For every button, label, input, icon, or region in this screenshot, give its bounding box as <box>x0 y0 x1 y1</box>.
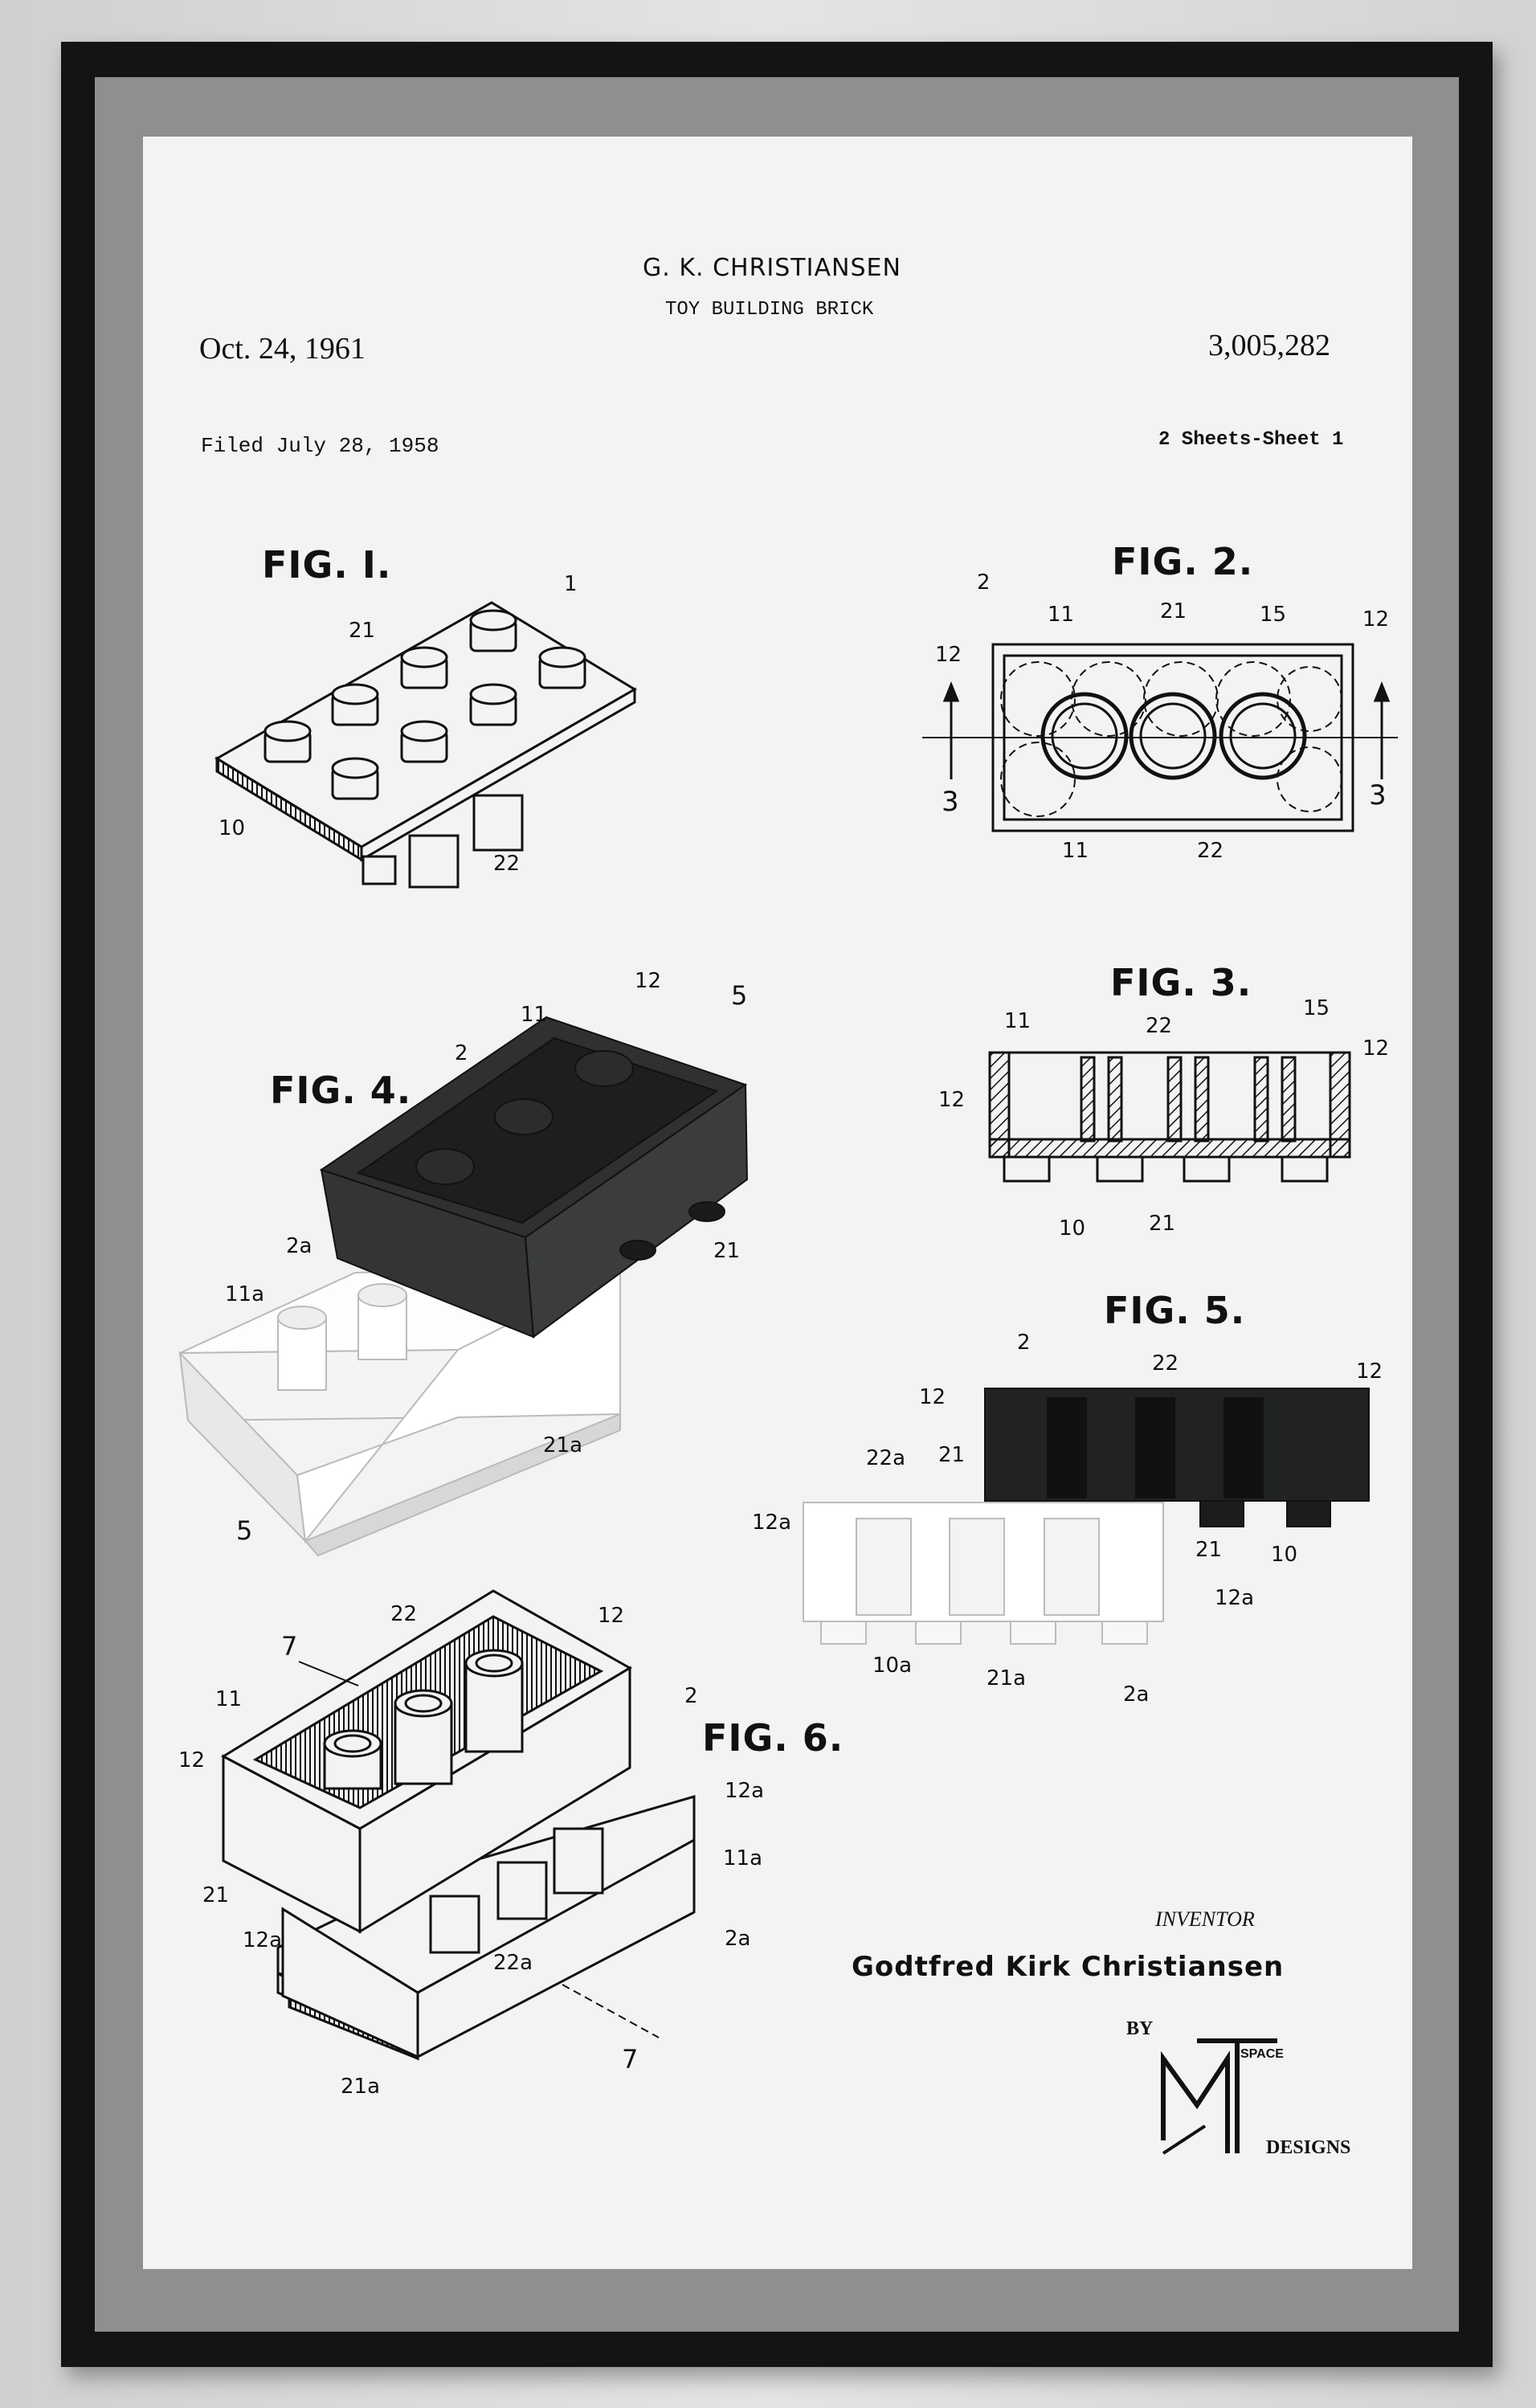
fig-6-ref-7-bottom: 7 <box>622 2044 639 2075</box>
fig-2-ref-15: 15 <box>1260 603 1287 627</box>
fig-5-ref-12-left: 12 <box>919 1385 946 1409</box>
fig-1-label: FIG. I. <box>262 543 392 587</box>
fig-2-ref-22: 22 <box>1197 839 1224 863</box>
fig-6-tubes <box>323 1649 604 1954</box>
fig-5-ref-21-left: 21 <box>938 1443 966 1467</box>
fig-6-ref-11a: 11a <box>723 1846 763 1870</box>
inventor-label: INVENTOR <box>1155 1907 1255 1931</box>
fig-4-label: FIG. 4. <box>270 1069 412 1112</box>
fig-6-ref-21: 21 <box>202 1883 230 1907</box>
fig-4-white-brick <box>178 1266 621 1557</box>
fig-6-label: FIG. 6. <box>702 1716 844 1760</box>
fig-5-ref-12a-left: 12a <box>752 1511 792 1535</box>
fig-3-ref-10: 10 <box>1059 1216 1086 1241</box>
fig-6-ref-11: 11 <box>215 1687 243 1711</box>
fig-1-ref-21: 21 <box>349 619 376 643</box>
fig-5-ref-2a: 2a <box>1123 1682 1150 1707</box>
fig-5-ref-10: 10 <box>1271 1543 1298 1567</box>
fig-2-ref-2: 2 <box>977 570 991 595</box>
fig-5-ref-2: 2 <box>1017 1331 1031 1355</box>
fig-3-ref-15: 15 <box>1303 996 1330 1020</box>
fig-2-ref-21: 21 <box>1160 599 1187 623</box>
patent-title: TOY BUILDING BRICK <box>665 299 874 321</box>
fig-5-label: FIG. 5. <box>1104 1289 1246 1332</box>
patent-filed-date: Filed July 28, 1958 <box>201 434 439 458</box>
fig-1-drawing <box>214 601 637 889</box>
fig-1-ref-1: 1 <box>564 572 578 596</box>
fig-4-ref-5-top: 5 <box>731 980 748 1011</box>
fig-2-ref-11: 11 <box>1048 603 1075 627</box>
fig-5-ref-10a: 10a <box>872 1654 913 1678</box>
fig-3-label: FIG. 3. <box>1110 961 1252 1004</box>
fig-4-ref-12: 12 <box>635 969 662 993</box>
fig-4-ref-2a: 2a <box>286 1234 313 1258</box>
fig-1-ref-10: 10 <box>219 816 246 840</box>
fig-6-ref-22a: 22a <box>493 1951 533 1975</box>
patent-number: 3,005,282 <box>1208 329 1330 362</box>
fig-1-studs <box>263 609 586 800</box>
fig-6-ref-12a-left: 12a <box>243 1928 283 1952</box>
fig-6-ref-12a-right: 12a <box>725 1779 765 1803</box>
fig-4-ref-11: 11 <box>521 1003 548 1027</box>
fig-1-tubes <box>362 794 524 889</box>
fig-6-ref-12-top: 12 <box>598 1604 625 1628</box>
fig-2-ref-3-left: 3 <box>942 786 959 818</box>
fig-4-ref-5-bottom: 5 <box>236 1515 253 1546</box>
fig-5-ref-22: 22 <box>1152 1351 1179 1376</box>
fig-3-ref-22: 22 <box>1146 1014 1173 1038</box>
patent-sheets: 2 Sheets-Sheet 1 <box>1158 429 1344 451</box>
fig-3-ref-11: 11 <box>1004 1009 1031 1033</box>
fig-4-ref-2: 2 <box>455 1041 468 1065</box>
fig-6-ref-7-top: 7 <box>281 1631 298 1662</box>
patent-inventor-header: G. K. CHRISTIANSEN <box>643 254 901 282</box>
fig-2-ref-11-bottom: 11 <box>1062 839 1089 863</box>
fig-6-ref-12-left: 12 <box>178 1748 206 1772</box>
fig-2-ref-12-left: 12 <box>935 643 962 667</box>
fig-4-ref-11a: 11a <box>225 1282 265 1306</box>
fig-5-ref-12a-right: 12a <box>1215 1586 1255 1610</box>
fig-3-ref-21: 21 <box>1149 1212 1176 1236</box>
fig-4-black-brick <box>319 1016 749 1339</box>
patent-date: Oct. 24, 1961 <box>199 332 366 366</box>
designs-label: DESIGNS <box>1266 2137 1351 2158</box>
fig-3-drawing <box>988 1051 1351 1183</box>
fig-5-ref-21-right: 21 <box>1195 1538 1223 1562</box>
fig-2-ref-3-right: 3 <box>1369 779 1387 812</box>
fig-2-ref-12-right: 12 <box>1362 607 1390 632</box>
fig-1-ref-22: 22 <box>493 852 521 876</box>
fig-3-ref-12-right: 12 <box>1362 1036 1390 1061</box>
inventor-name: Godtfred Kirk Christiansen <box>852 1951 1285 1983</box>
fig-2-drawing <box>922 643 1398 832</box>
fig-6-drawing <box>220 1589 696 2061</box>
fig-2-label: FIG. 2. <box>1112 540 1254 583</box>
fig-6-ref-2a: 2a <box>725 1927 751 1951</box>
fig-5-white-brick <box>803 1502 1164 1645</box>
fig-5-ref-12-right: 12 <box>1356 1359 1383 1384</box>
by-label: BY <box>1126 2018 1154 2039</box>
fig-4-ref-21a: 21a <box>543 1433 583 1457</box>
logo-space-text: SPACE <box>1240 2047 1284 2061</box>
fig-5-ref-22a: 22a <box>866 1446 906 1470</box>
fig-6-ref-21a: 21a <box>341 2075 381 2099</box>
fig-3-ref-12-left: 12 <box>938 1088 966 1112</box>
mt-designs-logo <box>1161 2038 1277 2155</box>
logo-mt-text: MT <box>1163 2041 1164 2042</box>
fig-5-ref-21a: 21a <box>987 1666 1027 1691</box>
fig-4-ref-21: 21 <box>713 1239 741 1263</box>
fig-6-ref-2: 2 <box>684 1684 698 1708</box>
fig-6-ref-22: 22 <box>390 1602 418 1626</box>
